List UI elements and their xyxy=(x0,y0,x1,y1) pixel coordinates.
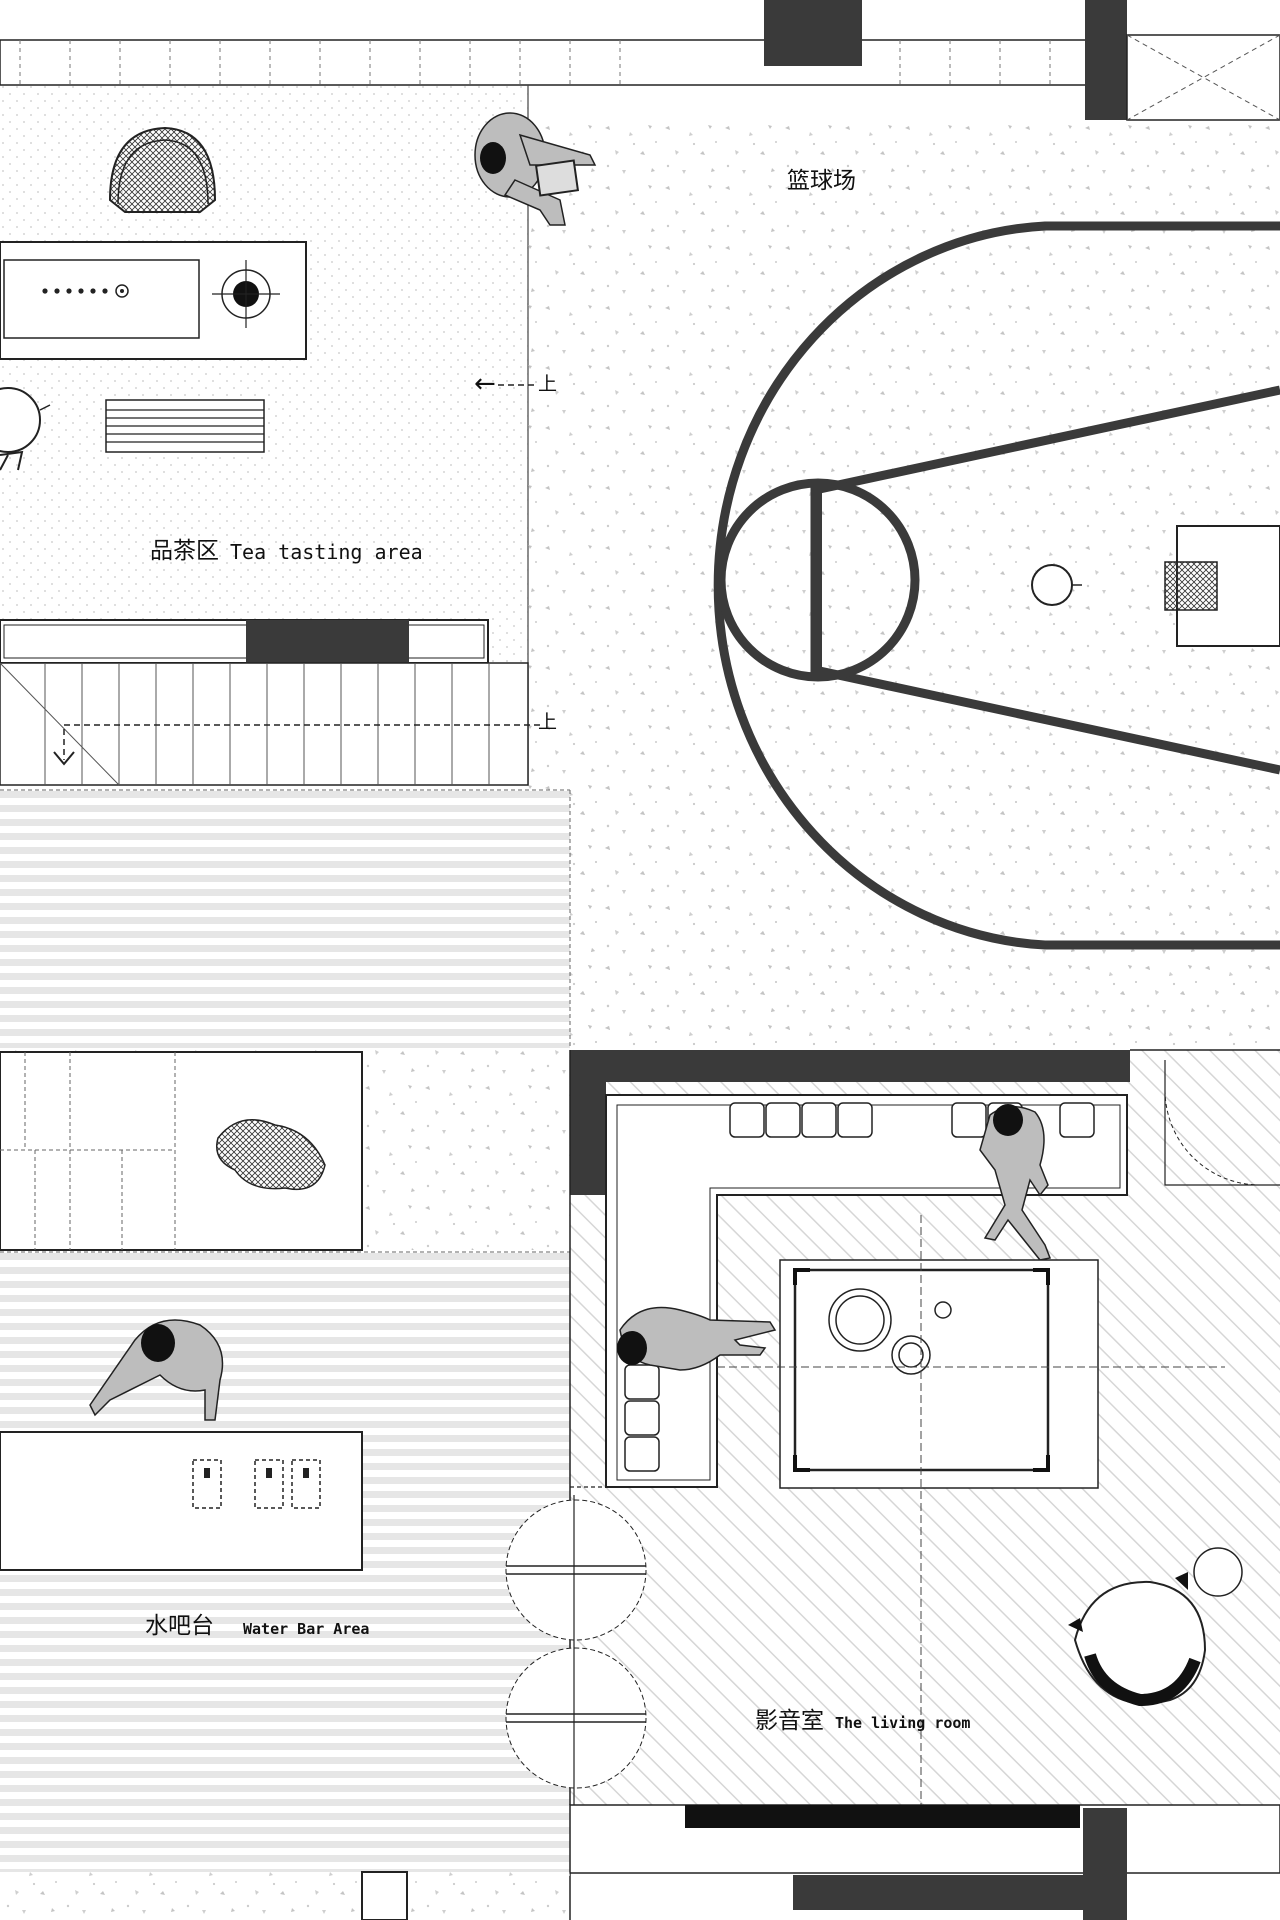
water-bar-label-en: Water Bar Area xyxy=(243,1620,370,1638)
living-room-label-cn: 影音室 xyxy=(755,1708,824,1734)
basketball-label: 篮球场 xyxy=(787,168,856,194)
person-figure-2 xyxy=(89,1319,224,1421)
tea-area-label-cn: 品茶区 xyxy=(150,538,219,564)
living-room-label-en: The living room xyxy=(835,1714,971,1732)
person-figure-1 xyxy=(474,112,597,226)
tea-area-label-en: Tea tasting area xyxy=(230,540,423,564)
stair-up-label-2: 上 xyxy=(538,711,558,733)
person-figure-3 xyxy=(979,1104,1052,1261)
stair-arrow-left-icon: ← xyxy=(474,369,496,399)
stair-up-label-1: 上 xyxy=(538,373,558,395)
person-figure-4 xyxy=(617,1306,777,1371)
water-bar-label-cn: 水吧台 xyxy=(145,1613,214,1639)
